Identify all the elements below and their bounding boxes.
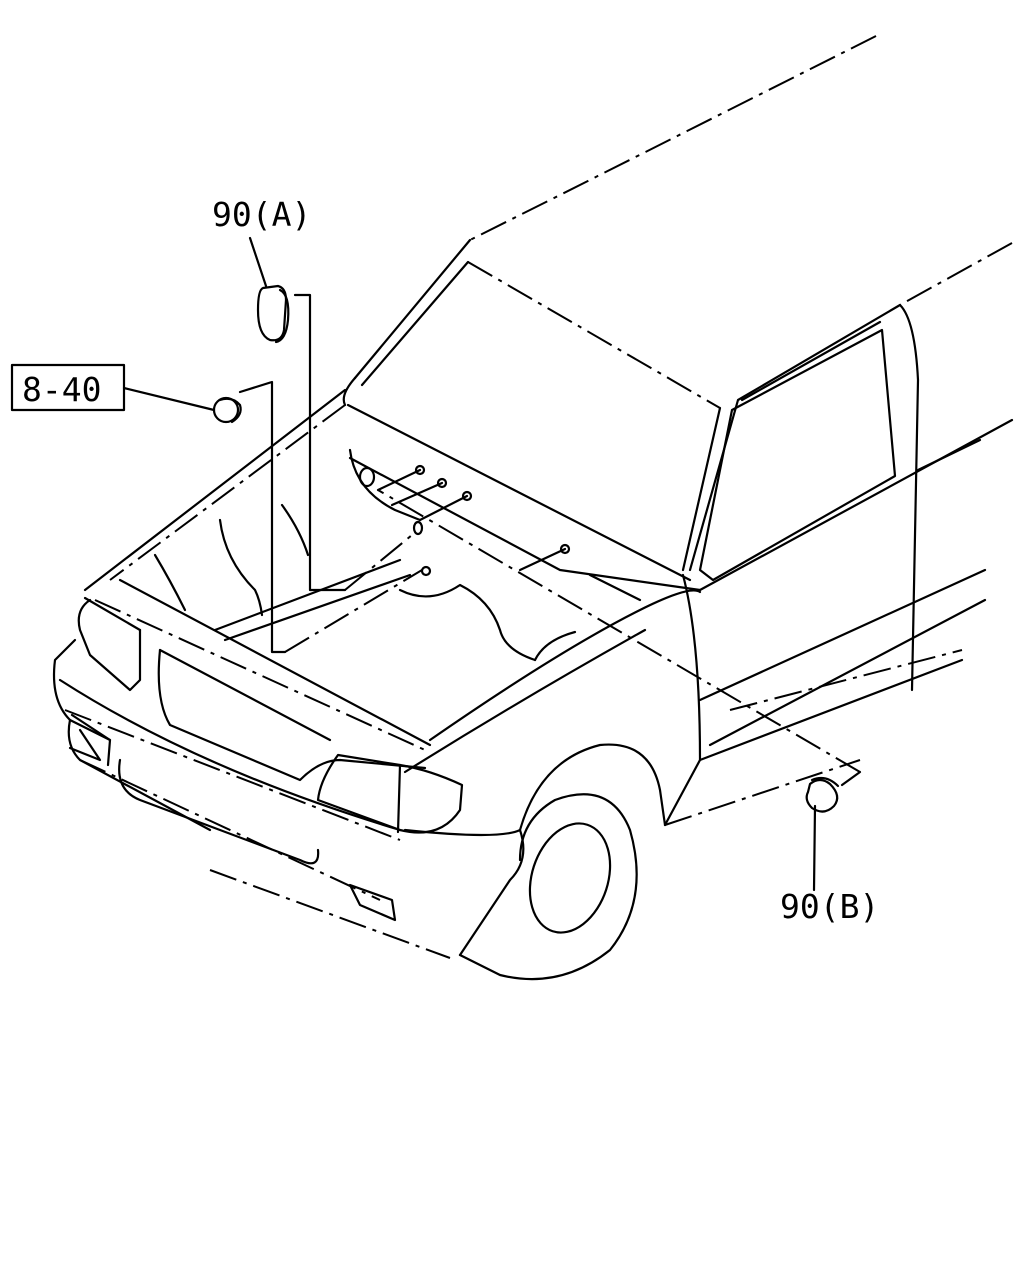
callout-90b: 90(B) [377,489,879,926]
leader-90a [248,236,268,288]
plug-8-40-icon [212,396,242,424]
label-90a: 90(A) [212,195,311,234]
hole-icon [420,565,432,577]
callout-90a: 90(A) [212,195,413,592]
hole-icon [414,464,426,476]
leader-8-40 [122,386,216,412]
hole-icon [559,543,571,555]
label-90b: 90(B) [780,887,879,926]
leader-90b [812,804,817,892]
hole-icon [436,477,448,489]
vehicle-outline [52,35,1014,981]
hole-icon [461,490,473,502]
label-8-40: 8-40 [22,370,101,409]
hole-icon [412,520,424,536]
grommet-holes [358,464,571,577]
callout-8-40: 8-40 [10,363,423,654]
plug-90b-icon [805,776,840,813]
hole-icon [358,466,376,488]
plug-90a-icon [256,284,290,344]
